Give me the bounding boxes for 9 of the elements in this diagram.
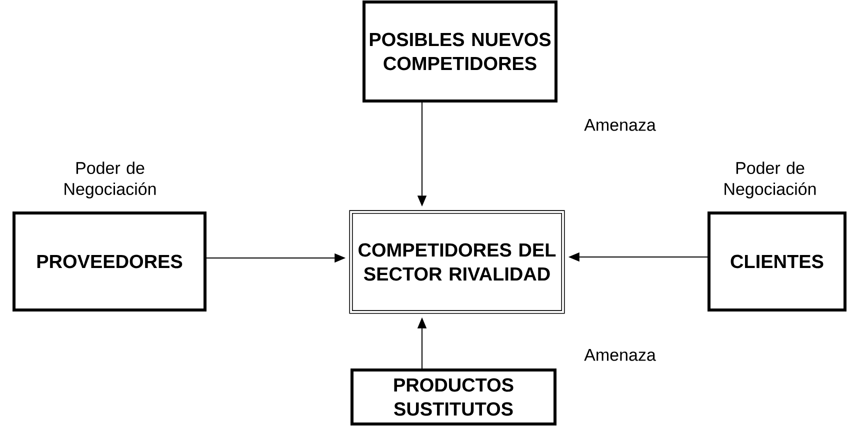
box: POSIBLES NUEVOS COMPETIDORES (362, 0, 558, 102)
beside-label: Amenaza (584, 119, 656, 131)
beside-label: Poder de Negociación (724, 162, 816, 198)
box: CLIENTES (708, 211, 846, 312)
box: PROVEEDORES (12, 211, 206, 312)
beside-label: Amenaza (584, 349, 656, 361)
box: PRODUCTOS SUSTITUTOS (350, 368, 556, 426)
box: COMPETIDORES DEL SECTOR RIVALIDAD (349, 210, 565, 314)
beside-label: Poder de Negociación (64, 162, 156, 198)
